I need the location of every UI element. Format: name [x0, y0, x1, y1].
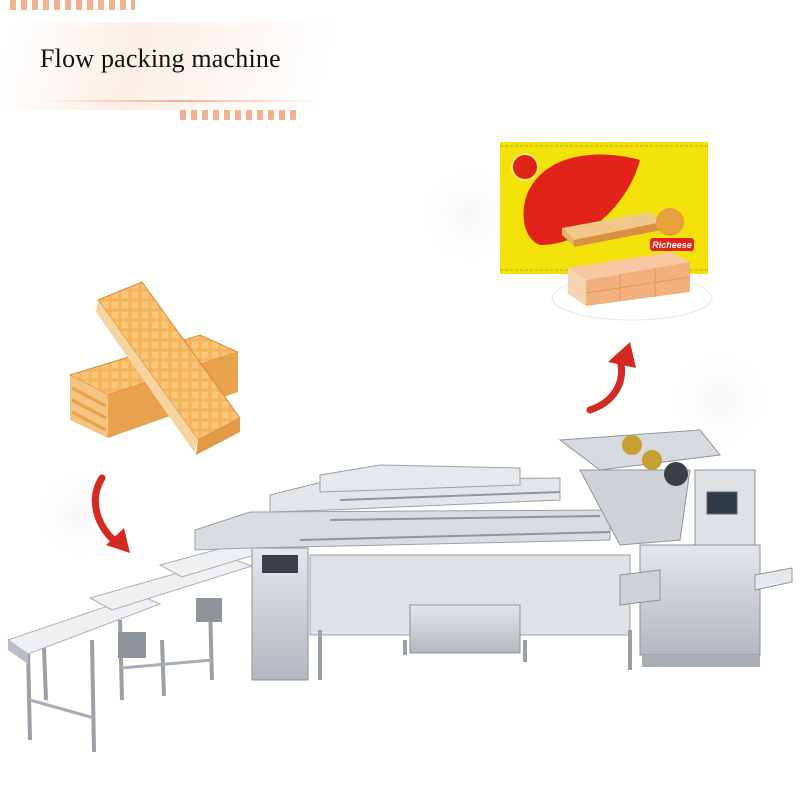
- outfeed-conveyor: [754, 567, 793, 591]
- decorative-stripes-bottom: [180, 110, 300, 120]
- conveyor-motor: [196, 598, 222, 622]
- decorative-glow: [665, 345, 775, 455]
- conveyor-motor: [118, 632, 146, 658]
- decorative-glow: [30, 465, 130, 565]
- decorative-glow: [415, 160, 525, 270]
- film-roll: [664, 462, 688, 486]
- flow-packing-machine-image: [6, 429, 793, 753]
- package-badge: [511, 153, 539, 181]
- decorative-stripes-top: [10, 0, 135, 10]
- title-underline: [40, 100, 320, 102]
- package-brand-label: Richeese: [652, 240, 692, 250]
- down-curved-arrow-icon: [91, 474, 130, 553]
- up-curved-arrow-icon: [586, 342, 636, 414]
- film-roll: [622, 435, 642, 455]
- cabinet-screen: [262, 555, 298, 573]
- page-title: Flow packing machine: [40, 44, 281, 73]
- machine-cabinet: [409, 604, 521, 654]
- wafer-sticks-image: [68, 281, 241, 455]
- product-package-image: Richeese: [500, 142, 713, 321]
- hmi-touchscreen: [706, 491, 738, 515]
- film-roll: [642, 450, 662, 470]
